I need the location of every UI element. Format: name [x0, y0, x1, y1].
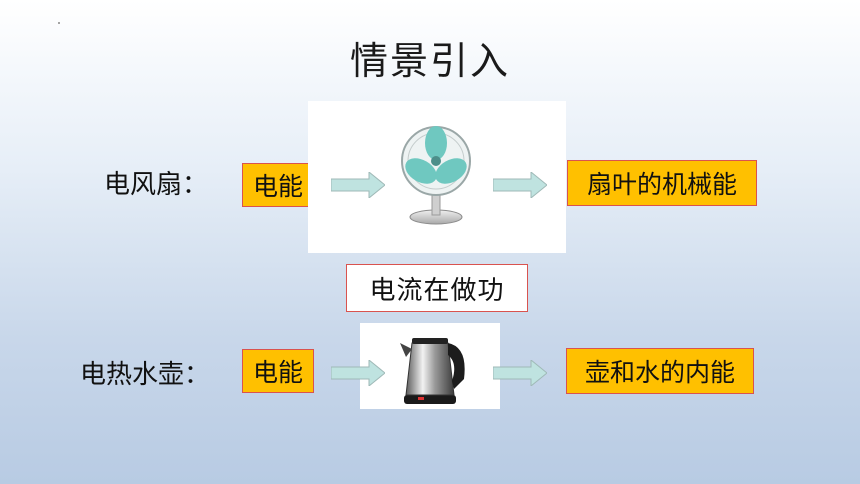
kettle-input-energy-box: 电能: [242, 349, 314, 393]
current-doing-work-box: 电流在做功: [346, 264, 528, 312]
electric-fan-icon: [401, 126, 471, 225]
fan-arrow-in: [331, 172, 385, 198]
fan-output-energy-box: 扇叶的机械能: [567, 160, 757, 206]
fan-image-panel: [308, 101, 566, 253]
fan-arrow-out: [493, 172, 547, 198]
kettle-row-label: 电热水壶：: [80, 360, 211, 390]
kettle-arrow-out: [493, 360, 547, 386]
kettle-output-energy-box: 壶和水的内能: [566, 348, 754, 394]
fan-row-label: 电风扇：: [104, 170, 209, 200]
slide-title: 情景引入: [349, 39, 510, 83]
electric-kettle-icon: [400, 338, 465, 404]
decorative-dot: [58, 22, 60, 24]
kettle-arrow-in: [331, 360, 385, 386]
fan-input-energy-box: 电能: [242, 163, 314, 207]
kettle-image-panel: [360, 323, 500, 409]
